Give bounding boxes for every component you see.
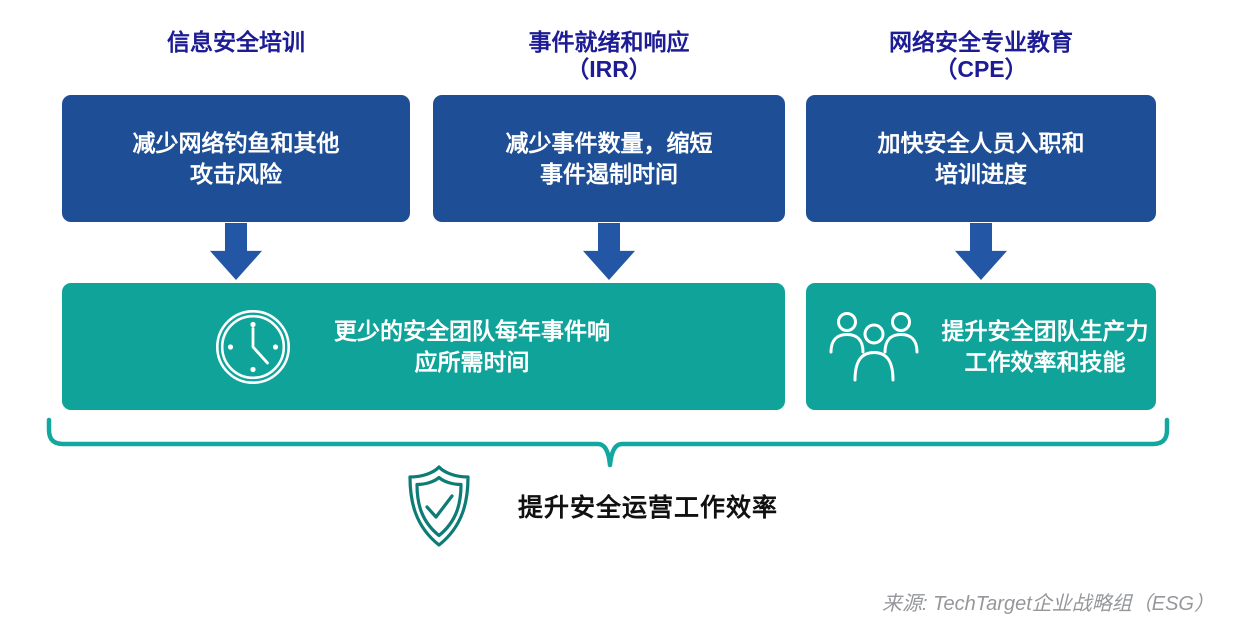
summary-text: 提升安全运营工作效率 bbox=[518, 494, 779, 522]
benefit-box-irr: 减少事件数量，缩短 事件遏制时间 bbox=[433, 95, 785, 222]
outcome-text-productivity: 提升安全团队生产力 工作效率和技能 bbox=[941, 317, 1149, 375]
benefit-box-infosec-training: 减少网络钓鱼和其他 攻击风险 bbox=[62, 95, 410, 222]
team-icon bbox=[829, 311, 919, 381]
benefit-text-irr: 减少事件数量，缩短 事件遏制时间 bbox=[505, 129, 713, 187]
outcome-box-incident-response: 更少的安全团队每年事件响 应所需时间 bbox=[62, 283, 785, 410]
outcome-text-incident-response: 更少的安全团队每年事件响 应所需时间 bbox=[334, 317, 610, 375]
benefit-text-cpe: 加快安全人员入职和 培训进度 bbox=[877, 129, 1085, 187]
shield-check-icon bbox=[408, 465, 470, 547]
down-arrow-icon bbox=[210, 223, 262, 280]
source-attribution: 来源: TechTarget企业战略组（ESG） bbox=[882, 593, 1214, 615]
column-header-infosec-training: 信息安全培训 bbox=[167, 29, 305, 55]
benefit-box-cpe: 加快安全人员入职和 培训进度 bbox=[806, 95, 1156, 222]
column-header-irr: 事件就绪和响应 （IRR） bbox=[528, 29, 690, 82]
down-arrow-icon bbox=[583, 223, 635, 280]
outcome-box-productivity: 提升安全团队生产力 工作效率和技能 bbox=[806, 283, 1156, 410]
summary-bracket bbox=[46, 417, 1170, 468]
down-arrow-icon bbox=[955, 223, 1007, 280]
column-header-cpe: 网络安全专业教育 （CPE） bbox=[889, 29, 1073, 82]
clock-icon bbox=[215, 309, 291, 384]
summary-row: 提升安全运营工作效率 bbox=[405, 464, 778, 548]
benefit-text-infosec-training: 减少网络钓鱼和其他 攻击风险 bbox=[132, 129, 340, 187]
